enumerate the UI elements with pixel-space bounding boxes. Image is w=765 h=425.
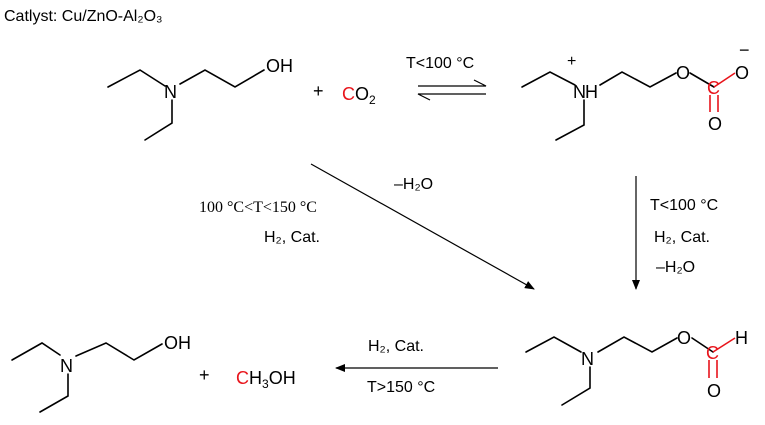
equilibrium-arrow: T<100 °C <box>406 55 487 101</box>
left-arrow: H₂, Cat. T>150 °C <box>335 338 498 396</box>
molecule-methanol: CH3OH <box>236 368 296 391</box>
molecule-carbamate: + N H O C O − O <box>521 40 750 141</box>
equilibrium-condition: T<100 °C <box>406 55 474 72</box>
methanol-oh: OH <box>269 368 296 388</box>
svg-text:CH3OH: CH3OH <box>236 368 296 391</box>
plus-sign-bottom: + <box>199 365 210 385</box>
plus-sign-top: + <box>313 81 324 101</box>
methanol-subscript: 3 <box>262 377 269 391</box>
down-reagent: H₂, Cat. <box>654 229 710 246</box>
diagonal-temp: 100 °C<T<150 °C <box>199 199 317 216</box>
down-temp: T<100 °C <box>650 197 718 214</box>
carbamate-n: N <box>573 82 586 102</box>
deaea-bottom-oh: OH <box>164 333 191 353</box>
formate-n: N <box>581 349 594 369</box>
down-arrow: T<100 °C H₂, Cat. –H₂O <box>632 176 718 290</box>
molecule-deaea-top: N OH <box>107 56 293 141</box>
deaea-top-n: N <box>164 82 177 102</box>
methanol-h: H <box>249 368 262 388</box>
catalyst-label: Catlyst: Cu/ZnO-Al₂O₃ <box>4 8 163 25</box>
carbamate-minus: − <box>739 40 750 60</box>
molecule-co2: CO2 <box>342 84 376 107</box>
down-water: –H₂O <box>656 259 695 276</box>
molecule-formate: N O C H O <box>525 328 748 406</box>
carbamate-o-double: O <box>708 114 722 134</box>
methanol-carbon: C <box>236 368 249 388</box>
diagonal-reagent: H₂, Cat. <box>264 229 320 246</box>
left-reagent: H₂, Cat. <box>368 338 424 355</box>
deaea-bottom-n: N <box>60 356 73 376</box>
deaea-top-oh: OH <box>266 56 293 76</box>
formate-o-ether: O <box>677 328 691 348</box>
carbamate-h: H <box>585 82 598 102</box>
carbamate-plus: + <box>567 53 576 70</box>
carbamate-o-ether: O <box>676 63 690 83</box>
formate-carbon: C <box>706 343 719 363</box>
left-temp: T>150 °C <box>367 379 435 396</box>
molecule-deaea-bottom: N OH <box>11 333 191 413</box>
formate-h: H <box>735 328 748 348</box>
co2-subscript: 2 <box>369 93 376 107</box>
carbamate-carbon: C <box>707 78 720 98</box>
diagonal-water: –H₂O <box>394 176 433 193</box>
carbamate-o-minus: O <box>735 63 749 83</box>
formate-o-double: O <box>707 381 721 401</box>
svg-text:CO2: CO2 <box>342 84 376 107</box>
co2-carbon: C <box>342 84 355 104</box>
co2-oxygen: O <box>355 84 369 104</box>
diagonal-arrow: –H₂O 100 °C<T<150 °C H₂, Cat. <box>199 163 535 290</box>
